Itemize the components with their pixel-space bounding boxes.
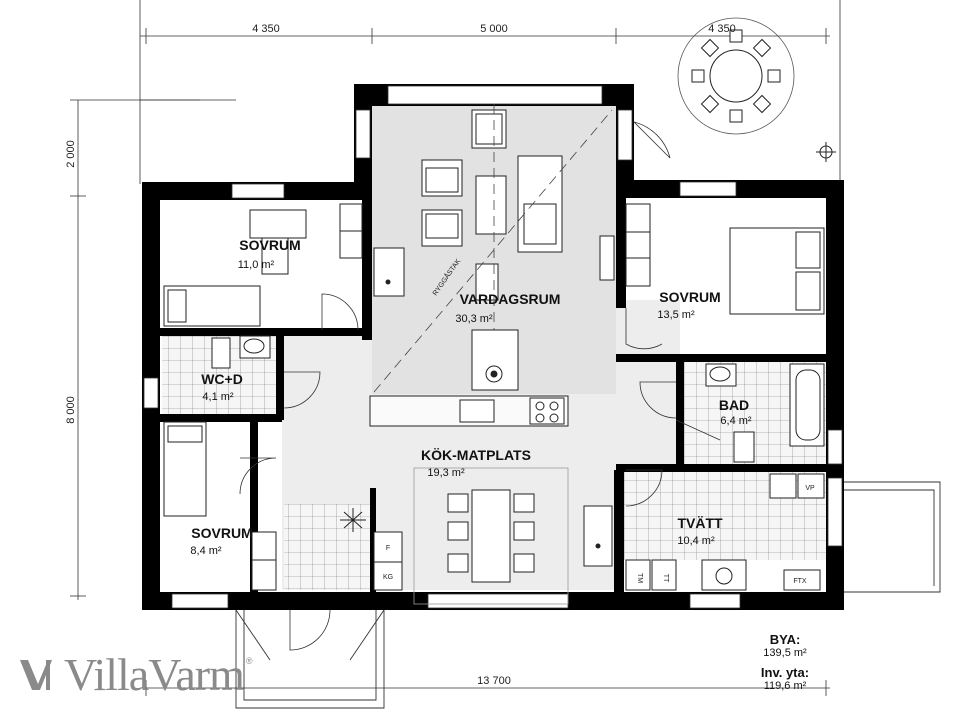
ridge-lines: [373, 104, 613, 393]
room-name-tvatt: TVÄTT: [677, 515, 723, 531]
room-area-kok: 19,3 m²: [427, 467, 465, 479]
annotation-tm: TM: [636, 573, 643, 583]
dimension-lines: [70, 0, 841, 696]
room-name-sovrum-sw: SOVRUM: [191, 525, 252, 541]
logo-text: VillaVarm: [64, 648, 245, 700]
area-stats: BYA: 139,5 m² Inv. yta: 119,6 m²: [740, 632, 830, 698]
room-area-sovrum-nw: 11,0 m²: [238, 259, 275, 271]
annotation-kg: KG: [383, 574, 393, 581]
room-labels: SOVRUM 11,0 m² VARDAGSRUM 30,3 m² SOVRUM…: [190, 237, 752, 557]
room-name-bad: BAD: [719, 397, 749, 413]
patio-table: [677, 17, 795, 135]
logo-mark-icon: [20, 660, 52, 690]
room-area-vardagsrum: 30,3 m²: [455, 313, 493, 325]
dim-top-2: 5 000: [480, 23, 508, 35]
annotation-tt: TT: [662, 574, 669, 583]
annotation-ftx: FTX: [793, 578, 807, 585]
inv-label: Inv. yta:: [760, 665, 810, 680]
room-area-tvatt: 10,4 m²: [677, 535, 715, 547]
bya-label: BYA:: [769, 632, 801, 647]
bya-value: 139,5 m²: [763, 647, 807, 659]
dim-top-3: 4 350: [708, 23, 736, 35]
dim-left-2: 8 000: [65, 396, 77, 424]
room-area-sovrum-sw: 8,4 m²: [190, 545, 222, 557]
room-name-sovrum-ne: SOVRUM: [659, 289, 720, 305]
dim-bottom: 13 700: [477, 675, 511, 687]
logo-registered: ®: [245, 656, 253, 666]
room-area-bad: 6,4 m²: [720, 415, 752, 427]
annotation-f: F: [386, 545, 390, 552]
windows: [143, 85, 843, 609]
compass-icon: [816, 142, 836, 162]
room-area-wcd: 4,1 m²: [202, 391, 234, 403]
inv-value: 119,6 m²: [763, 680, 807, 692]
room-name-sovrum-nw: SOVRUM: [239, 237, 300, 253]
entry-floor: [284, 504, 370, 590]
annotation-vp: VP: [805, 485, 815, 492]
room-name-wcd: WC+D: [201, 371, 243, 387]
porches: [235, 481, 941, 709]
entry-marker: [340, 508, 366, 532]
room-area-sovrum-ne: 13,5 m²: [657, 309, 695, 321]
room-name-kok: KÖK-MATPLATS: [421, 447, 531, 463]
dim-left-1: 2 000: [65, 140, 77, 168]
dim-top-1: 4 350: [252, 23, 280, 35]
doors: [239, 121, 721, 651]
dimension-texts: 4 350 5 000 4 350 2 000 8 000 13 700: [65, 23, 736, 687]
villavarm-logo: VillaVarm ®: [18, 648, 253, 700]
furniture: [163, 109, 825, 605]
room-name-vardagsrum: VARDAGSRUM: [460, 291, 561, 307]
